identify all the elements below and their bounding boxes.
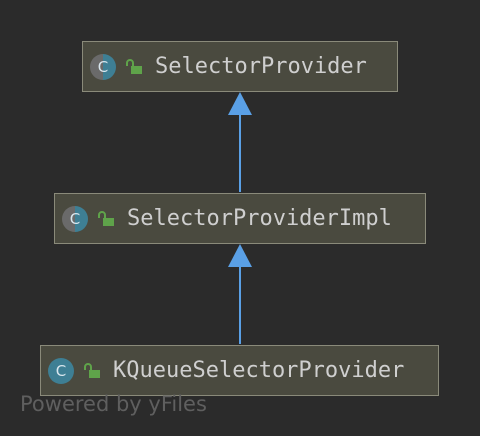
arrowhead-provider bbox=[228, 92, 252, 115]
abstract-class-icon: C bbox=[62, 205, 88, 232]
yfiles-watermark: Powered by yFiles bbox=[20, 392, 207, 416]
node-label: KQueueSelectorProvider bbox=[113, 358, 405, 383]
node-label: SelectorProvider bbox=[155, 54, 367, 79]
node-selector-provider-impl[interactable]: C SelectorProviderImpl bbox=[54, 193, 426, 244]
arrowhead-impl bbox=[228, 244, 252, 267]
node-selector-provider[interactable]: C SelectorProvider bbox=[82, 41, 398, 92]
unlock-icon bbox=[126, 58, 142, 74]
node-label: SelectorProviderImpl bbox=[127, 206, 392, 231]
class-icon: C bbox=[48, 357, 74, 384]
node-kqueue-selector-provider[interactable]: C KQueueSelectorProvider bbox=[40, 345, 439, 396]
abstract-class-icon: C bbox=[90, 53, 116, 80]
unlock-icon bbox=[98, 210, 114, 226]
unlock-icon bbox=[84, 362, 100, 378]
